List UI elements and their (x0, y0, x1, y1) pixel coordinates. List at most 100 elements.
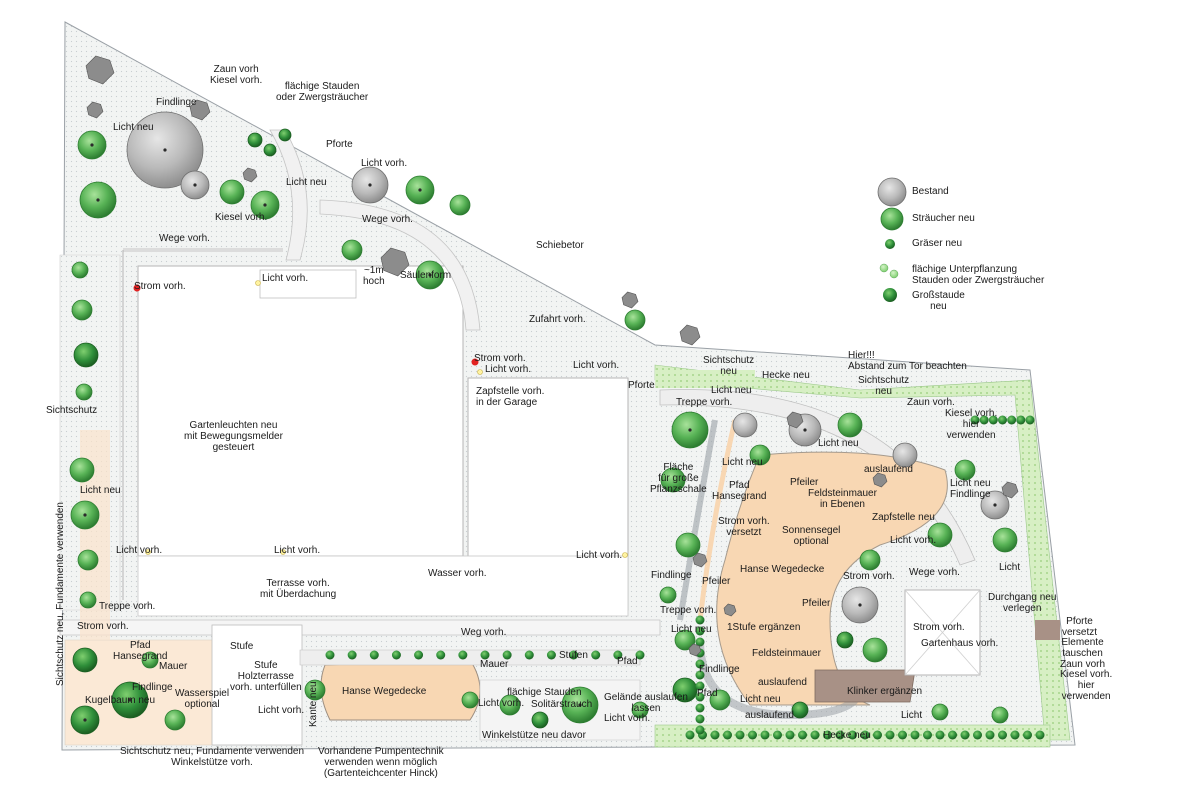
plant-symbol (927, 522, 953, 548)
label-pforte: Pforte (628, 380, 655, 391)
label-pfad: Pfad (697, 688, 718, 699)
label-elemente-tauschen: Elemente tauschen Zaun vorh (1060, 637, 1106, 670)
plant-symbol (749, 444, 771, 466)
label-pfad-hansegrand: Pfad Hansegrand (113, 640, 168, 662)
grass-symbol (773, 730, 782, 740)
plant-center (163, 148, 167, 152)
plant-symbol (499, 694, 521, 716)
label-licht-neu: Licht neu (113, 122, 154, 133)
label-stufe: Stufe (230, 641, 254, 652)
label-stufe-holz: Stufe Holzterrasse vorh. unterfüllen (230, 660, 302, 693)
label-pfad-hansegrand: Pfad Hansegrand (712, 480, 767, 502)
boulder-symbol (679, 324, 701, 346)
label-auslaufend: auslaufend (864, 464, 913, 475)
boulder-symbol (86, 101, 104, 119)
label-pfeiler: Pfeiler (790, 477, 819, 488)
grass-symbol (823, 730, 832, 740)
label-zapfstelle-neu: Zapfstelle neu (872, 512, 935, 523)
grass-symbol (569, 650, 579, 660)
legend-unterpflanzung: flächige Unterpflanzung Stauden oder Zwe… (912, 264, 1045, 286)
boulder-symbol (242, 167, 258, 183)
house-block (122, 248, 629, 617)
label-licht-vorh: Licht vorh. (478, 698, 525, 709)
label-strom-vorh: Strom vorh. (843, 571, 895, 582)
label-gartenleuchten: Gartenleuchten neu mit Bewegungsmelder g… (184, 420, 283, 453)
boulder-symbol (786, 411, 804, 429)
plant-center (193, 183, 197, 187)
label-licht-neu: Licht neu (80, 485, 121, 496)
boulder-symbol (688, 643, 702, 657)
plant-center (90, 143, 94, 147)
grass-symbol (810, 730, 820, 740)
boulder-symbol (380, 247, 410, 277)
label-pflanzschale: Fläche für große Pflanzschale (650, 462, 707, 495)
grass-symbol (695, 681, 705, 691)
plant-symbol (304, 679, 326, 701)
grass-symbol (695, 670, 705, 680)
label-licht-neu: Licht neu (722, 457, 763, 468)
grass-symbol (960, 730, 970, 740)
grass-symbol (860, 730, 870, 740)
grass-symbol (735, 730, 745, 740)
label-hanse-wegedecke: Hanse Wegedecke (740, 564, 825, 575)
plant-symbol (954, 459, 976, 481)
plant-symbol (341, 239, 363, 261)
plant-symbol (675, 532, 701, 558)
grass-symbol (695, 692, 705, 702)
grass-symbol (748, 730, 757, 740)
label-solitaerstrauch: Solitärstrauch (531, 699, 593, 710)
label-flaechige-stauden: flächige Stauden (507, 687, 582, 698)
groundcover-icon (879, 263, 889, 273)
grass-symbol (898, 730, 907, 740)
label-flaechige-stauden: flächige Stauden oder Zwergsträucher (276, 81, 369, 103)
label-stufe-ergaenzen: 1Stufe ergänzen (727, 622, 801, 633)
grass-symbol (695, 703, 705, 713)
grass-symbol (1035, 730, 1045, 740)
legend-grossstaude: Großstaude neu (912, 290, 965, 312)
plant-symbol (263, 143, 277, 157)
label-sichtschutz-vertical: Sichtschutz neu, Fundamente verwenden (55, 502, 66, 686)
boulder-symbol (85, 55, 115, 85)
plant-symbol (164, 709, 186, 731)
grass-symbol (1007, 415, 1017, 425)
plant-symbol (219, 179, 245, 205)
plant-symbol (791, 701, 809, 719)
label-auslaufend: auslaufend (758, 677, 807, 688)
plant-symbol (659, 586, 677, 604)
grass-symbol (710, 730, 720, 740)
plant-symbol (73, 342, 99, 368)
label-licht-neu: Licht neu (740, 694, 781, 705)
label-zaun-vorh: Zaun vorh. (907, 397, 955, 408)
label-kante-neu: Kante neu (308, 681, 319, 727)
grass-symbol (985, 730, 995, 740)
plant-symbol (71, 261, 89, 279)
plant-center (83, 718, 87, 722)
plant-center (263, 203, 267, 207)
grass-symbol (970, 415, 980, 425)
grass-symbol (723, 730, 732, 740)
boulder-symbol (723, 603, 737, 617)
plant-symbol (75, 383, 93, 401)
plant-symbol (79, 591, 97, 609)
plant-symbol (449, 194, 471, 216)
label-durchgang: Durchgang neu verlegen (988, 592, 1057, 614)
grass-symbol (695, 659, 705, 669)
grass-symbol (848, 730, 857, 740)
label-feldsteinmauer-ebenen: Feldsteinmauer in Ebenen (808, 488, 877, 510)
label-licht-vorh: Licht vorh. (116, 545, 163, 556)
grass-symbol (873, 730, 882, 740)
plant-center (418, 188, 422, 192)
plants (69, 111, 1045, 740)
boulders (85, 55, 1019, 657)
grass-icon (885, 239, 895, 249)
label-wege-vorh: Wege vorh. (362, 214, 413, 225)
plant-symbol (836, 631, 854, 649)
label-licht-neu: Licht neu (286, 177, 327, 188)
grass-symbol (695, 615, 705, 625)
label-pumpentechnik: Vorhandene Pumpentechnik verwenden wenn … (318, 746, 444, 779)
label-strom-vorh: Strom vorh. (134, 281, 186, 292)
plant-center (688, 428, 692, 432)
label-zufahrt-vorh: Zufahrt vorh. (529, 314, 586, 325)
label-strom-versetzt: Strom vorh. versetzt (718, 516, 770, 538)
label-saeulenform: Säulenform (400, 270, 452, 281)
